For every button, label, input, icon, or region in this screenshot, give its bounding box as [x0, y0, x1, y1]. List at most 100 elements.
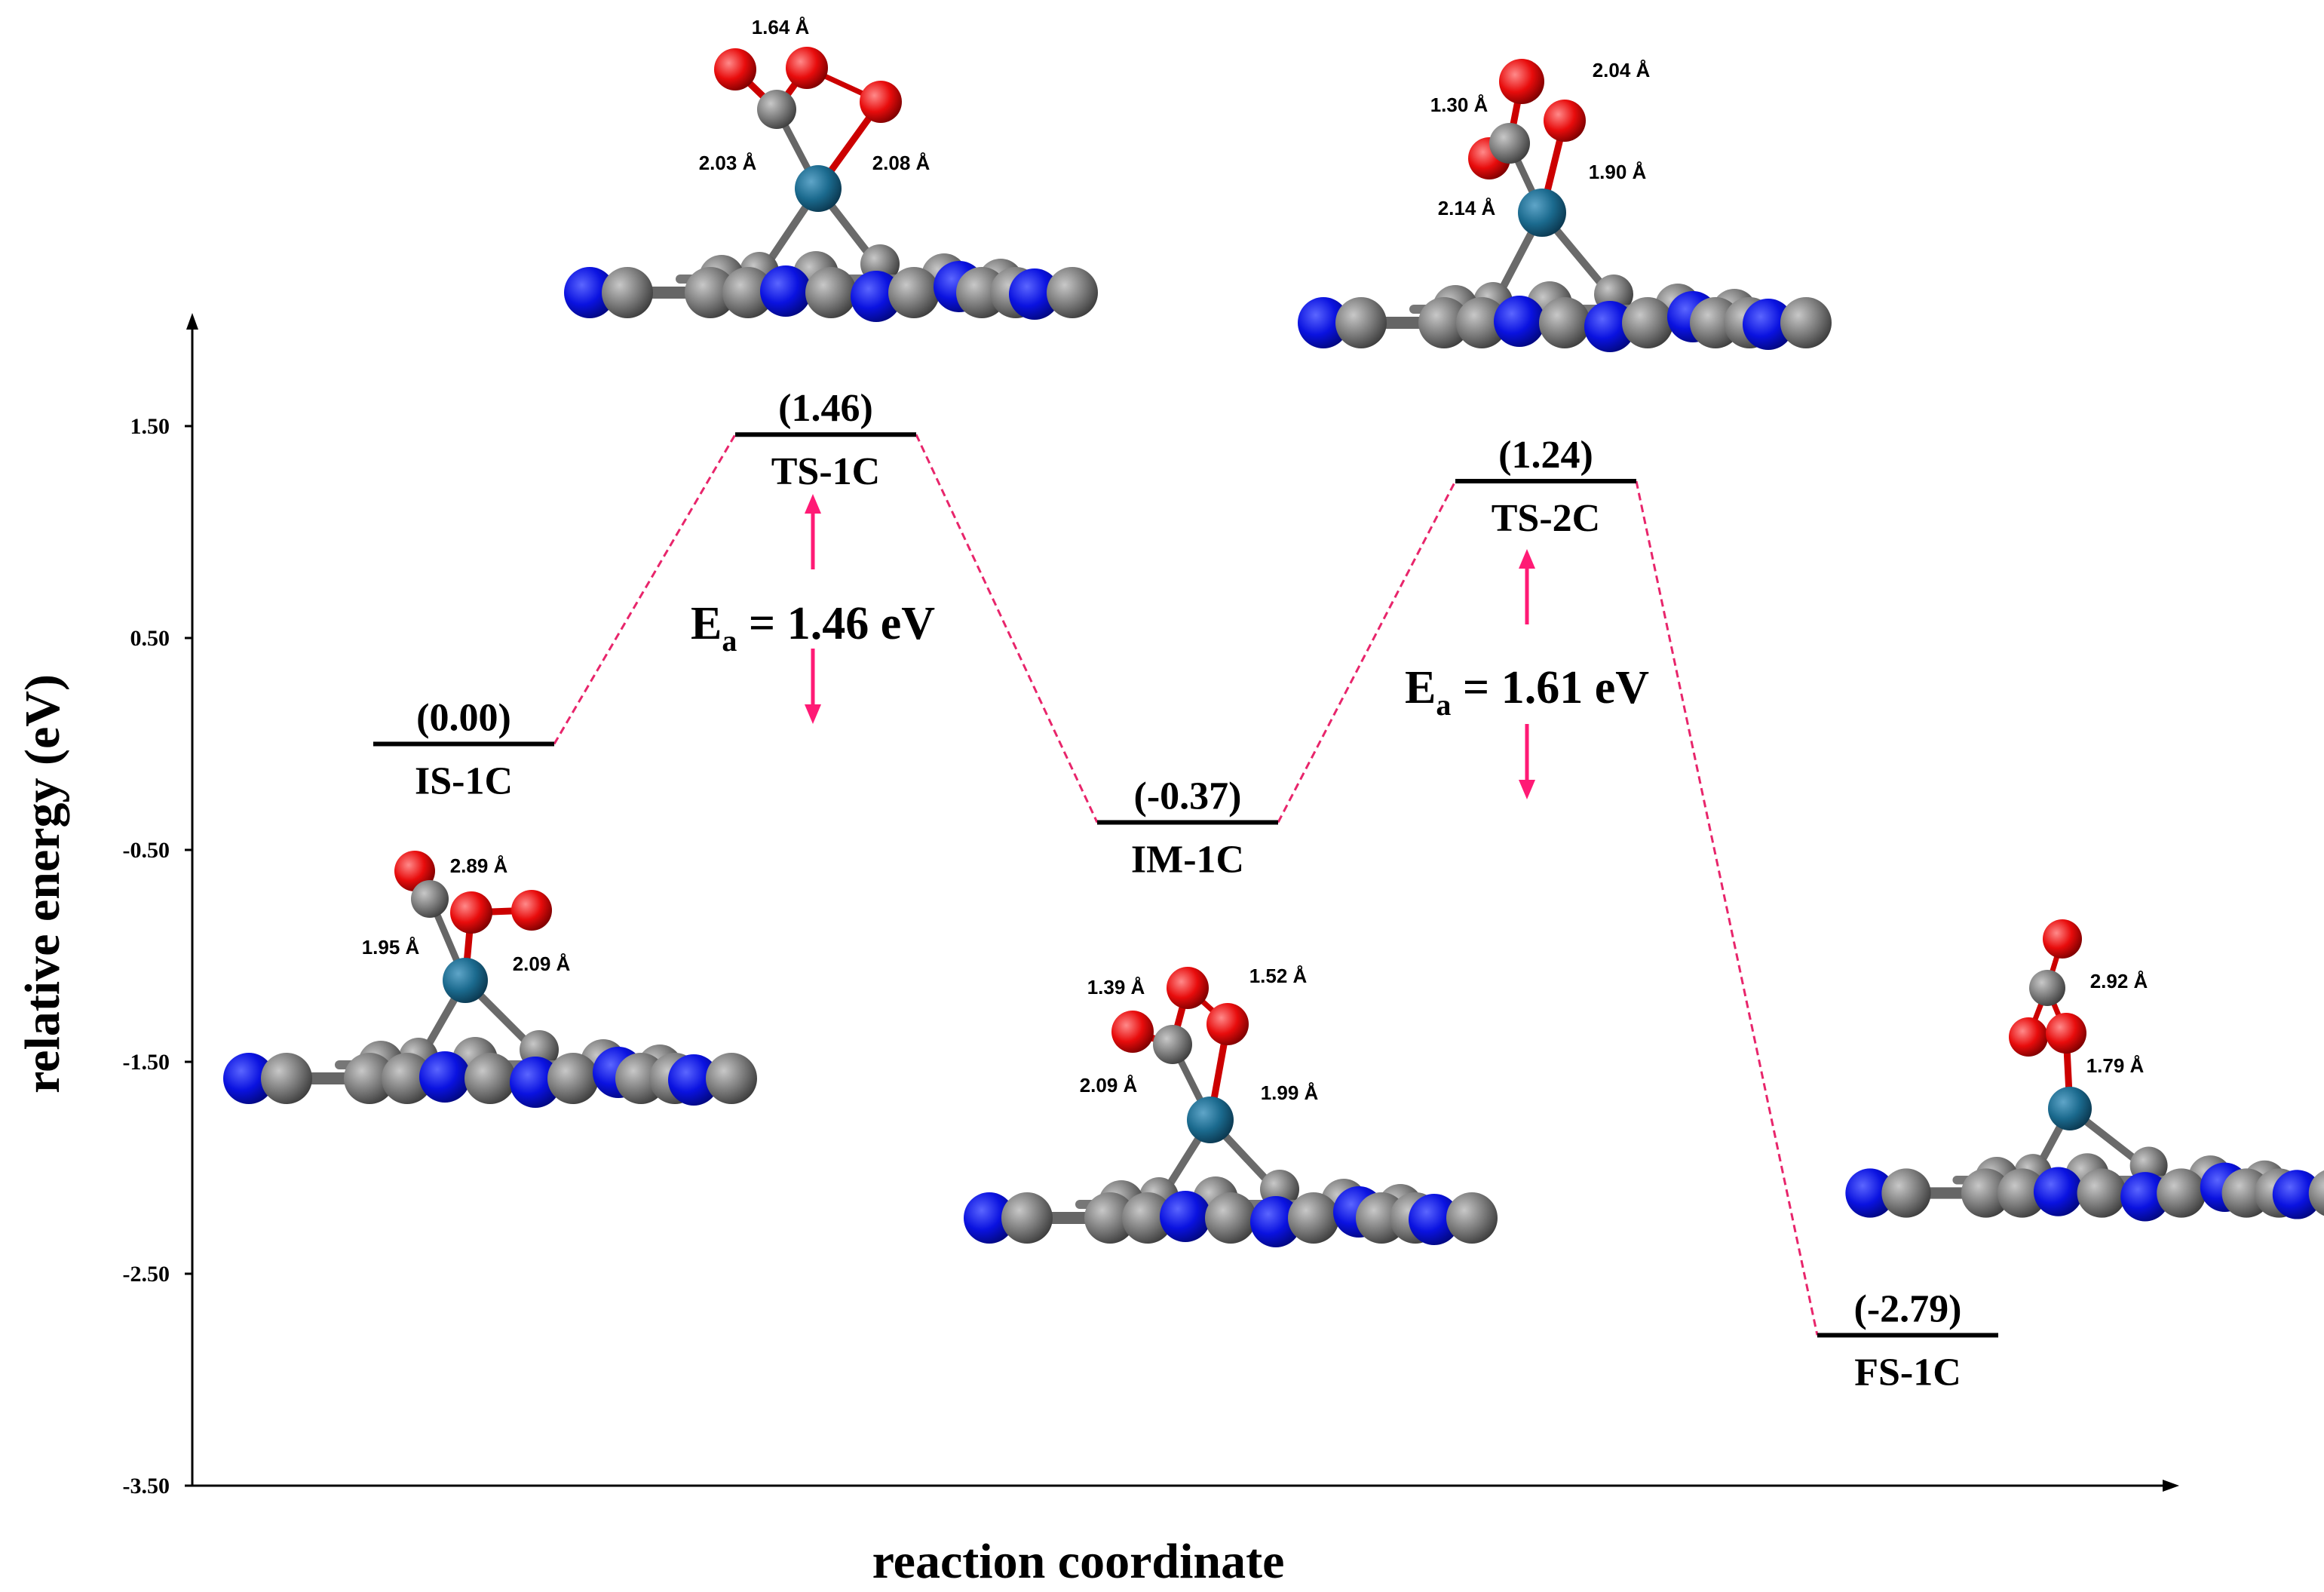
carbon-atom [464, 1053, 516, 1104]
carbon-atom [2077, 1168, 2126, 1218]
carbon-atom [888, 267, 940, 318]
y-ticks: 1.500.50-0.50-1.50-2.50-3.50 [123, 414, 192, 1498]
barrier-arrowhead-down [1519, 780, 1535, 799]
nitrogen-atom [223, 1053, 274, 1104]
carbon-atom [382, 1053, 433, 1104]
energy-levels: (0.00)IS-1C(1.46)TS-1C(-0.37)IM-1C(1.24)… [373, 387, 1998, 1394]
nitrogen-atom [2120, 1172, 2170, 1222]
bond-length-label: 1.79 Å [2086, 1054, 2145, 1077]
bond-length-label: 2.04 Å [1593, 59, 1651, 81]
connector-line [1277, 480, 1457, 824]
oxygen-atom [2046, 1013, 2086, 1054]
structure-fs-1c: 2.92 Å 1.79 Å [1845, 919, 2324, 1222]
x-axis-arrowhead [2163, 1480, 2179, 1492]
carbon-atom [1446, 1192, 1498, 1244]
nitrogen-atom [1160, 1191, 1211, 1242]
y-tick-label: 0.50 [130, 626, 170, 651]
oxygen-atom [786, 47, 828, 89]
barrier-arrowhead-down [805, 704, 821, 724]
x-axis-title: reaction coordinate [872, 1534, 1285, 1589]
nitrogen-atom [1250, 1196, 1302, 1247]
carbon-atom [2029, 970, 2065, 1006]
energy-value-label: (-2.79) [1854, 1287, 1962, 1330]
oxygen-atom [714, 48, 756, 90]
nitrogen-atom [1009, 268, 1060, 320]
nitrogen-atom [1494, 296, 1545, 347]
carbon-atom [261, 1053, 312, 1104]
oxygen-atom [1499, 59, 1544, 104]
bond-length-label: 2.09 Å [1080, 1074, 1138, 1097]
nitrogen-atom [2033, 1167, 2083, 1216]
bond-length-label: 1.95 Å [362, 936, 420, 959]
state-name-label: IS-1C [415, 760, 513, 803]
carbon-atom [1205, 1192, 1256, 1244]
carbon-atom [1335, 297, 1387, 348]
energy-value-label: (1.24) [1498, 434, 1593, 477]
oxygen-atom [450, 891, 492, 934]
nitrogen-atom [1298, 297, 1349, 348]
bond-length-label: 1.30 Å [1430, 94, 1489, 116]
carbon-atom [602, 267, 653, 318]
y-tick-label: 1.50 [130, 414, 170, 439]
carbon-atom [706, 1053, 757, 1104]
carbon-atom [1084, 1192, 1136, 1244]
oxygen-atom [1167, 967, 1209, 1009]
nitrogen-atom [1584, 301, 1636, 352]
structure-im-1c: 1.39 Å 1.52 Å 2.09 Å 1.99 Å [964, 965, 1498, 1247]
barrier-arrowhead-up [1519, 549, 1535, 569]
bond-length-label: 1.99 Å [1261, 1081, 1319, 1104]
carbon-atom [2157, 1168, 2206, 1218]
nitrogen-atom [964, 1192, 1015, 1244]
carbon-atom [1622, 297, 1673, 348]
metal-atom [1187, 1097, 1234, 1143]
activation-energy-label: Ea = 1.46 eV [691, 598, 935, 658]
nitrogen-atom [760, 265, 811, 317]
state-name-label: FS-1C [1854, 1351, 1961, 1394]
oxygen-atom [511, 890, 552, 931]
nitrogen-atom [1845, 1168, 1895, 1218]
carbon-atom [805, 267, 857, 318]
carbon-atom [1288, 1192, 1339, 1244]
y-tick-label: -0.50 [123, 838, 170, 863]
carbon-atom [1539, 297, 1590, 348]
bond-length-label: 2.14 Å [1438, 197, 1496, 219]
bond-length-label: 2.92 Å [2090, 970, 2148, 992]
metal-atom [443, 958, 488, 1003]
energy-value-label: (-0.37) [1134, 775, 1242, 817]
oxygen-atom [860, 81, 902, 123]
nitrogen-atom [419, 1051, 471, 1103]
carbon-atom [685, 267, 736, 318]
carbon-atom [722, 267, 774, 318]
state-name-label: TS-1C [771, 450, 880, 493]
bond-length-label: 2.03 Å [699, 152, 757, 174]
y-tick-label: -2.50 [123, 1262, 170, 1287]
bond-length-label: 1.39 Å [1087, 976, 1145, 998]
oxygen-atom [2009, 1017, 2048, 1057]
carbon-atom [1122, 1192, 1173, 1244]
bond-length-label: 2.89 Å [450, 854, 508, 877]
bond-length-label: 1.90 Å [1589, 161, 1647, 183]
carbon-atom [2308, 1170, 2324, 1216]
state-name-label: IM-1C [1131, 838, 1244, 881]
carbon-atom [1153, 1025, 1192, 1064]
carbon-atom [757, 90, 796, 129]
oxygen-atom [1544, 100, 1586, 142]
metal-atom [2048, 1087, 2092, 1130]
connector-line [915, 434, 1099, 824]
bond-length-label: 1.52 Å [1249, 965, 1308, 987]
carbon-atom [411, 880, 449, 918]
carbon-atom [547, 1053, 599, 1104]
axes: 1.500.50-0.50-1.50-2.50-3.50 [123, 313, 2179, 1498]
carbon-atom [1489, 123, 1530, 164]
connector-line [1635, 480, 1819, 1336]
structure-ts-2c: 2.04 Å 1.30 Å 2.14 Å 1.90 Å [1298, 59, 1832, 352]
carbon-atom [1881, 1168, 1931, 1218]
carbon-atom [344, 1053, 395, 1104]
y-axis-title: relative energy (eV) [15, 674, 70, 1094]
y-tick-label: -1.50 [123, 1050, 170, 1075]
metal-atom [795, 165, 842, 212]
oxygen-atom [1111, 1011, 1154, 1053]
